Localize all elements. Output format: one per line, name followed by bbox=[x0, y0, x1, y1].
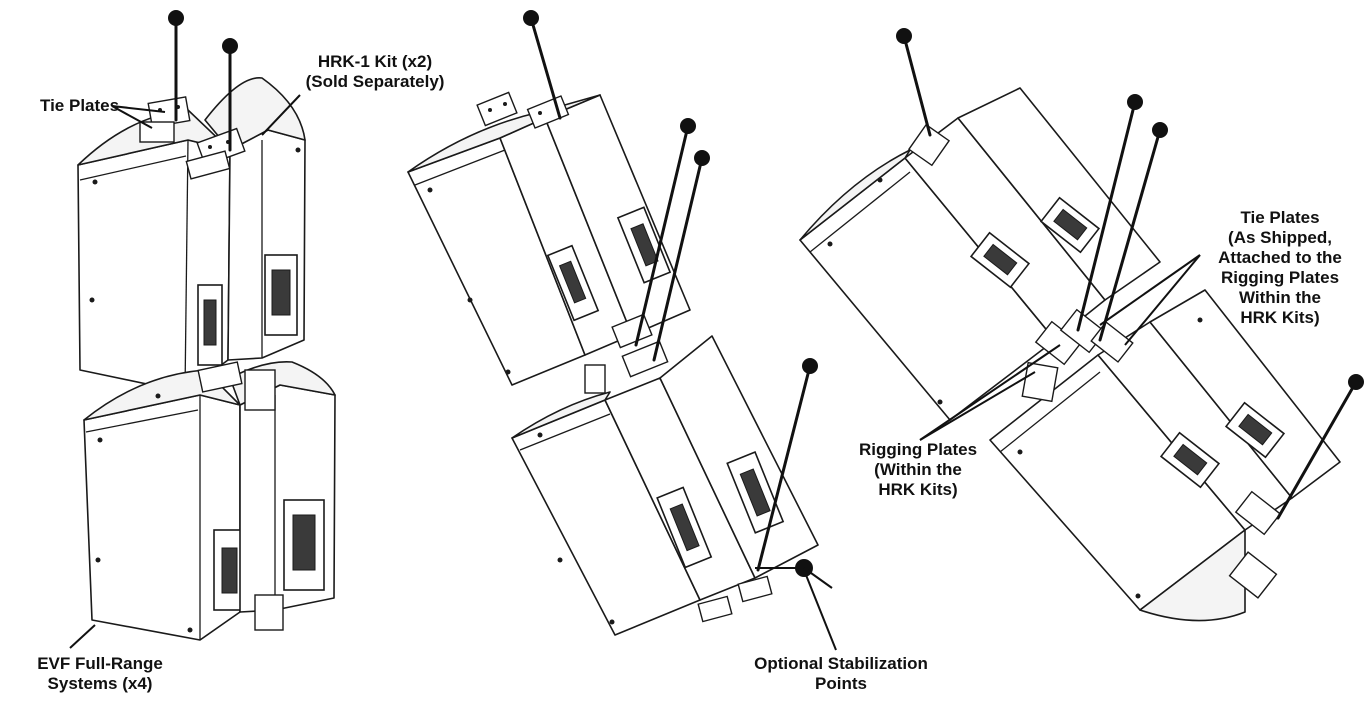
label-rigging-plates-line3: HRK Kits) bbox=[878, 480, 958, 499]
right-rigging-plates bbox=[907, 123, 1282, 599]
label-evf-line2: Systems (x4) bbox=[47, 674, 153, 693]
label-stabilization-line2: Points bbox=[815, 674, 867, 693]
label-rigging-plates-line2: (Within the bbox=[874, 460, 962, 479]
left-pins bbox=[168, 10, 238, 152]
callout-leaders bbox=[69, 94, 1201, 651]
label-hrk-kit: HRK-1 Kit (x2) (Sold Separately) bbox=[300, 52, 450, 92]
label-tie-plates-right-line1: Tie Plates bbox=[1240, 208, 1320, 227]
label-tie-plates-right-line6: HRK Kits) bbox=[1240, 308, 1320, 327]
label-rigging-plates: Rigging Plates (Within the HRK Kits) bbox=[838, 440, 998, 500]
label-evf-line1: EVF Full-Range bbox=[37, 654, 163, 673]
label-hrk-kit-line1: HRK-1 Kit (x2) bbox=[317, 52, 433, 71]
label-hrk-kit-line2: (Sold Separately) bbox=[305, 72, 445, 91]
label-tie-plates-right-line5: Within the bbox=[1239, 288, 1321, 307]
label-tie-plates-left: Tie Plates bbox=[40, 96, 120, 115]
label-tie-plates-right-line2: (As Shipped, bbox=[1228, 228, 1332, 247]
right-pins bbox=[896, 28, 1364, 520]
label-tie-plates-right: Tie Plates (As Shipped, Attached to the … bbox=[1190, 208, 1370, 328]
right-speaker-stack bbox=[799, 28, 1364, 622]
label-stabilization-line1: Optional Stabilization bbox=[754, 654, 928, 673]
label-rigging-plates-line1: Rigging Plates bbox=[858, 440, 978, 459]
label-evf-systems: EVF Full-Range Systems (x4) bbox=[20, 654, 180, 694]
left-rigging-plates bbox=[139, 96, 284, 631]
middle-speaker-stack bbox=[407, 10, 819, 636]
cabinet-right-lower bbox=[989, 289, 1341, 622]
cabinet-bottom-left bbox=[83, 369, 245, 641]
cabinet-right-upper bbox=[799, 87, 1161, 421]
middle-pins bbox=[523, 10, 818, 577]
cabinet-middle-lower bbox=[511, 335, 819, 636]
label-stabilization-points: Optional Stabilization Points bbox=[726, 654, 956, 694]
cabinet-top-left bbox=[77, 109, 231, 393]
label-tie-plates-right-line4: Rigging Plates bbox=[1220, 268, 1340, 287]
cabinet-middle-upper bbox=[407, 94, 691, 386]
label-tie-plates-right-line3: Attached to the bbox=[1218, 248, 1342, 267]
left-speaker-stack bbox=[77, 10, 336, 641]
